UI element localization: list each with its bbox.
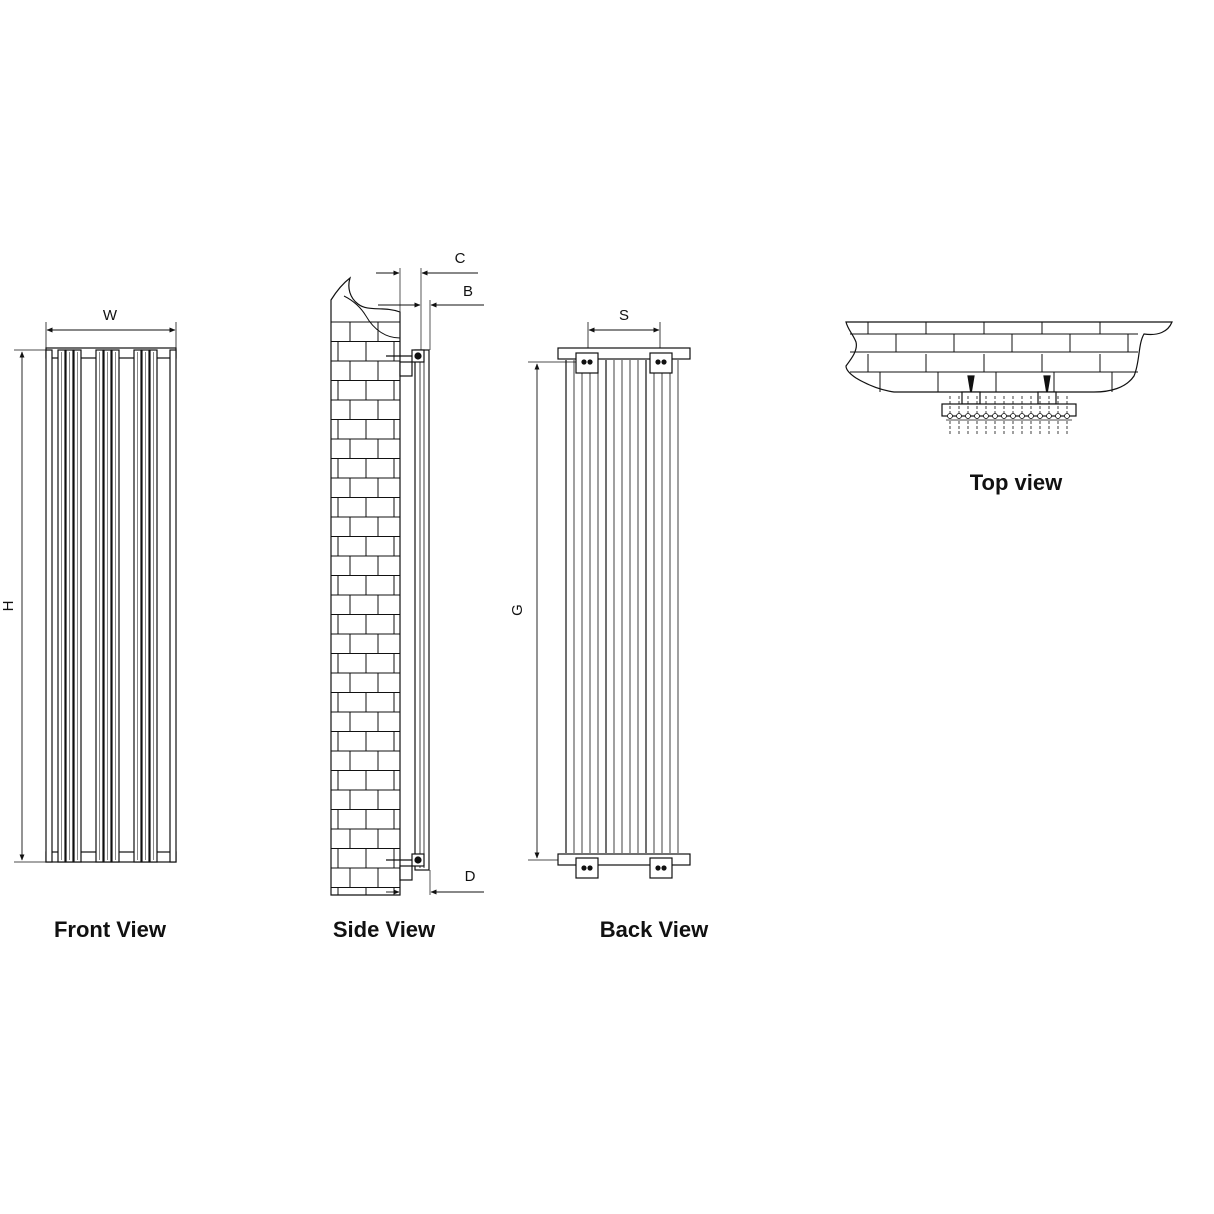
- side-bottom-bracket: [386, 853, 425, 881]
- bracket-centres-label: S: [619, 307, 629, 324]
- front-end-tube-right: [169, 349, 177, 863]
- back-top-header: [557, 347, 691, 360]
- top-wall-bricks: [850, 322, 1138, 392]
- front-view: [14, 322, 177, 863]
- back-bracket-bottom-left: [575, 857, 599, 879]
- top-tube-section: [983, 413, 989, 419]
- side-view: [330, 268, 484, 896]
- top-tube-section: [974, 413, 980, 419]
- top-tube-section: [1001, 413, 1007, 419]
- side-top-bracket: [386, 349, 425, 377]
- side-radiator-body: [414, 349, 430, 871]
- top-wall-section: [845, 321, 1173, 393]
- wall-gap-label: C: [455, 250, 466, 267]
- front-tubes: [45, 349, 177, 863]
- back-bracket-top-right: [649, 352, 673, 374]
- front-view-title: Front View: [54, 917, 167, 942]
- wall-break-curve: [343, 295, 401, 339]
- top-tube-section: [1010, 413, 1016, 419]
- bottom-offset-label: D: [465, 868, 476, 885]
- back-bottom-header: [557, 853, 691, 866]
- top-tube-section: [1046, 413, 1052, 419]
- top-tube-marks: [947, 396, 1070, 434]
- top-view-title: Top view: [970, 470, 1063, 495]
- front-end-tube-left: [45, 349, 53, 863]
- top-tube-section: [947, 413, 953, 419]
- top-tube-section: [956, 413, 962, 419]
- back-bracket-bottom-right: [649, 857, 673, 879]
- top-tube-section: [1028, 413, 1034, 419]
- wall-bricks: [331, 321, 400, 895]
- side-view-title: Side View: [333, 917, 436, 942]
- top-tube-section: [1019, 413, 1025, 419]
- width-label: W: [103, 307, 118, 324]
- back-view: [528, 322, 691, 879]
- back-tubes: [565, 360, 679, 853]
- back-bracket-top-left: [575, 352, 599, 374]
- top-tube-section: [1055, 413, 1061, 419]
- top-tube-section: [1064, 413, 1070, 419]
- top-tube-section: [1037, 413, 1043, 419]
- depth-label: B: [463, 283, 473, 300]
- top-tube-section: [965, 413, 971, 419]
- top-view: [845, 321, 1173, 434]
- top-bracket-right: [1037, 375, 1057, 405]
- back-view-title: Back View: [600, 917, 709, 942]
- height-label: H: [0, 601, 17, 612]
- bracket-height-label: G: [509, 604, 526, 616]
- top-tube-section: [992, 413, 998, 419]
